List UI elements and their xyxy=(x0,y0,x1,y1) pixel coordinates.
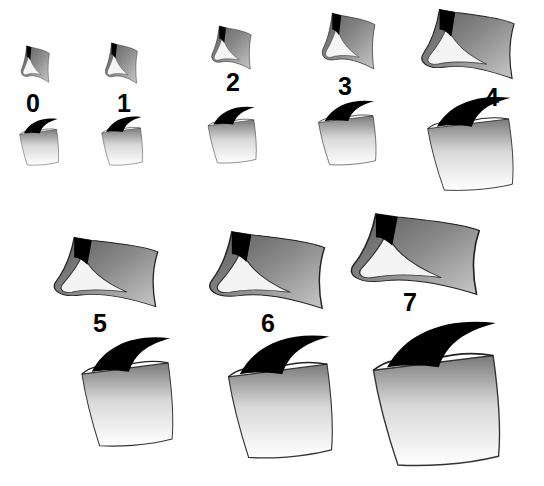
stage-number: 7 xyxy=(401,290,419,315)
stage-number: 2 xyxy=(224,70,242,95)
stage-number: 3 xyxy=(336,74,354,99)
stage-number: 4 xyxy=(483,85,501,110)
stage-number: 6 xyxy=(259,311,277,336)
stage-number: 0 xyxy=(24,91,42,116)
stage-number: 5 xyxy=(91,311,109,336)
stage-number: 1 xyxy=(115,91,133,116)
